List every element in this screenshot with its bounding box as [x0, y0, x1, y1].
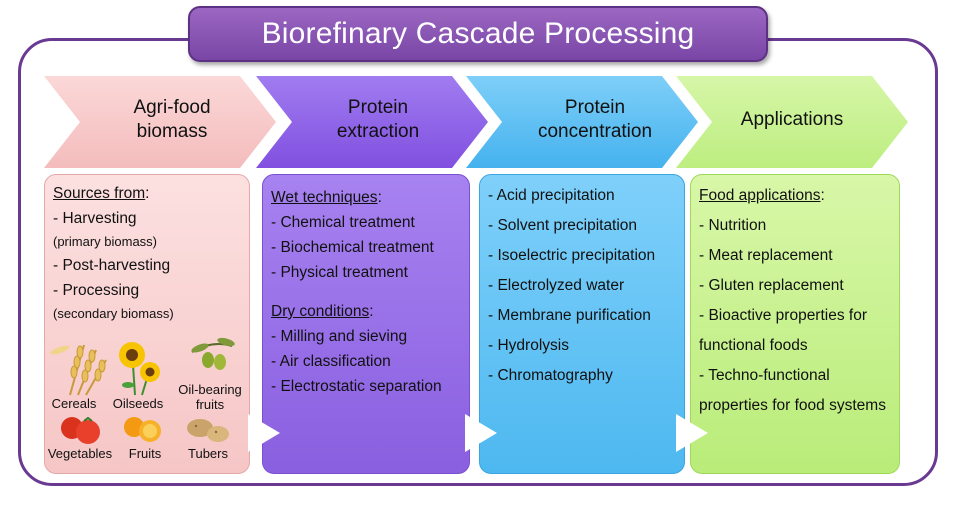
step-label-4: Applications	[712, 108, 872, 132]
application-item: - Meat replacement	[699, 247, 833, 264]
concentration-item: - Acid precipitation	[488, 187, 615, 204]
wet-colon: :	[377, 189, 382, 206]
sources-item: - Harvesting	[53, 210, 137, 227]
step-2-line-2: extraction	[336, 121, 420, 142]
wet-item: - Physical treatment	[271, 264, 408, 281]
concentration-item: - Hydrolysis	[488, 337, 569, 354]
concentration-item: - Isoelectric precipitation	[488, 247, 656, 264]
connector-arrow-1	[248, 414, 280, 452]
application-item: properties for food systems	[699, 397, 886, 414]
wet-item: - Chemical treatment	[271, 214, 415, 231]
oil-bearing-caption: Oil-bearing fruits	[172, 382, 248, 412]
food-applications-heading-line: Food applications:	[699, 181, 893, 211]
panel-extraction: Wet techniques: - Chemical treatment - B…	[262, 174, 470, 474]
dry-item: - Electrostatic separation	[271, 378, 442, 395]
step-1-line-1: Agri-food	[133, 97, 211, 118]
application-item: - Nutrition	[699, 217, 767, 234]
concentration-item: - Solvent precipitation	[488, 217, 638, 234]
application-item: functional foods	[699, 337, 808, 354]
olive-icon	[191, 337, 235, 370]
arrow-protein-extraction	[256, 76, 488, 168]
step-1-line-2: biomass	[136, 121, 208, 142]
wet-heading-line: Wet techniques:	[271, 185, 463, 210]
sources-item: - Processing	[53, 282, 140, 299]
concentration-item: - Membrane purification	[488, 307, 651, 324]
food-applications-colon: :	[820, 187, 825, 204]
sources-colon: :	[145, 185, 150, 202]
connector-arrow-3	[676, 414, 708, 452]
sunflower-icon	[119, 342, 160, 396]
vegetables-caption: Vegetables	[47, 446, 113, 461]
application-item: - Techno-functional	[699, 367, 830, 384]
wet-item: - Biochemical treatment	[271, 239, 434, 256]
cereals-icon	[50, 344, 107, 396]
sources-item: - Post-harvesting	[53, 257, 171, 274]
wet-heading: Wet techniques	[271, 189, 378, 206]
concentration-item: - Chromatography	[488, 367, 613, 384]
step-2-line-1: Protein	[347, 97, 409, 118]
food-applications-heading: Food applications	[699, 187, 821, 204]
oilseeds-caption: Oilseeds	[112, 396, 164, 411]
application-item: - Bioactive properties for	[699, 307, 867, 324]
sources-item: (secondary biomass)	[53, 306, 174, 321]
arrow-applications	[676, 76, 908, 168]
application-item: - Gluten replacement	[699, 277, 844, 294]
dry-colon: :	[369, 303, 374, 320]
step-label-3: Protein concentration	[510, 96, 680, 144]
oil-bearing-line-1: Oil-bearing	[178, 382, 242, 397]
cereals-caption: Cereals	[51, 396, 97, 411]
orange-icon	[124, 417, 161, 442]
arrow-protein-concentration	[466, 76, 698, 168]
step-label-2: Protein extraction	[298, 96, 458, 144]
panel-concentration: - Acid precipitation - Solvent precipita…	[479, 174, 685, 474]
sources-item: (primary biomass)	[53, 234, 158, 249]
potato-icon	[187, 419, 229, 442]
concentration-item: - Electrolyzed water	[488, 277, 625, 294]
dry-heading-line: Dry conditions:	[271, 299, 463, 324]
panel-applications: Food applications: - Nutrition - Meat re…	[690, 174, 900, 474]
sources-heading: Sources from	[53, 185, 146, 202]
dry-item: - Air classification	[271, 353, 391, 370]
tomato-icon	[61, 416, 100, 444]
step-3-line-2: concentration	[537, 121, 653, 142]
arrow-agri-food-biomass	[44, 76, 276, 168]
dry-item: - Milling and sieving	[271, 328, 408, 345]
title-banner: Biorefinary Cascade Processing	[188, 6, 768, 62]
step-label-1: Agri-food biomass	[92, 96, 252, 144]
sources-heading-line: Sources from:	[53, 181, 243, 206]
connector-arrow-2	[465, 414, 497, 452]
oil-bearing-line-2: fruits	[195, 397, 225, 412]
step-3-line-1: Protein	[564, 97, 626, 118]
step-4-line-1: Applications	[740, 109, 844, 130]
fruits-caption: Fruits	[128, 446, 162, 461]
dry-heading: Dry conditions	[271, 303, 370, 320]
page-title: Biorefinary Cascade Processing	[261, 17, 695, 50]
tubers-caption: Tubers	[188, 446, 228, 461]
